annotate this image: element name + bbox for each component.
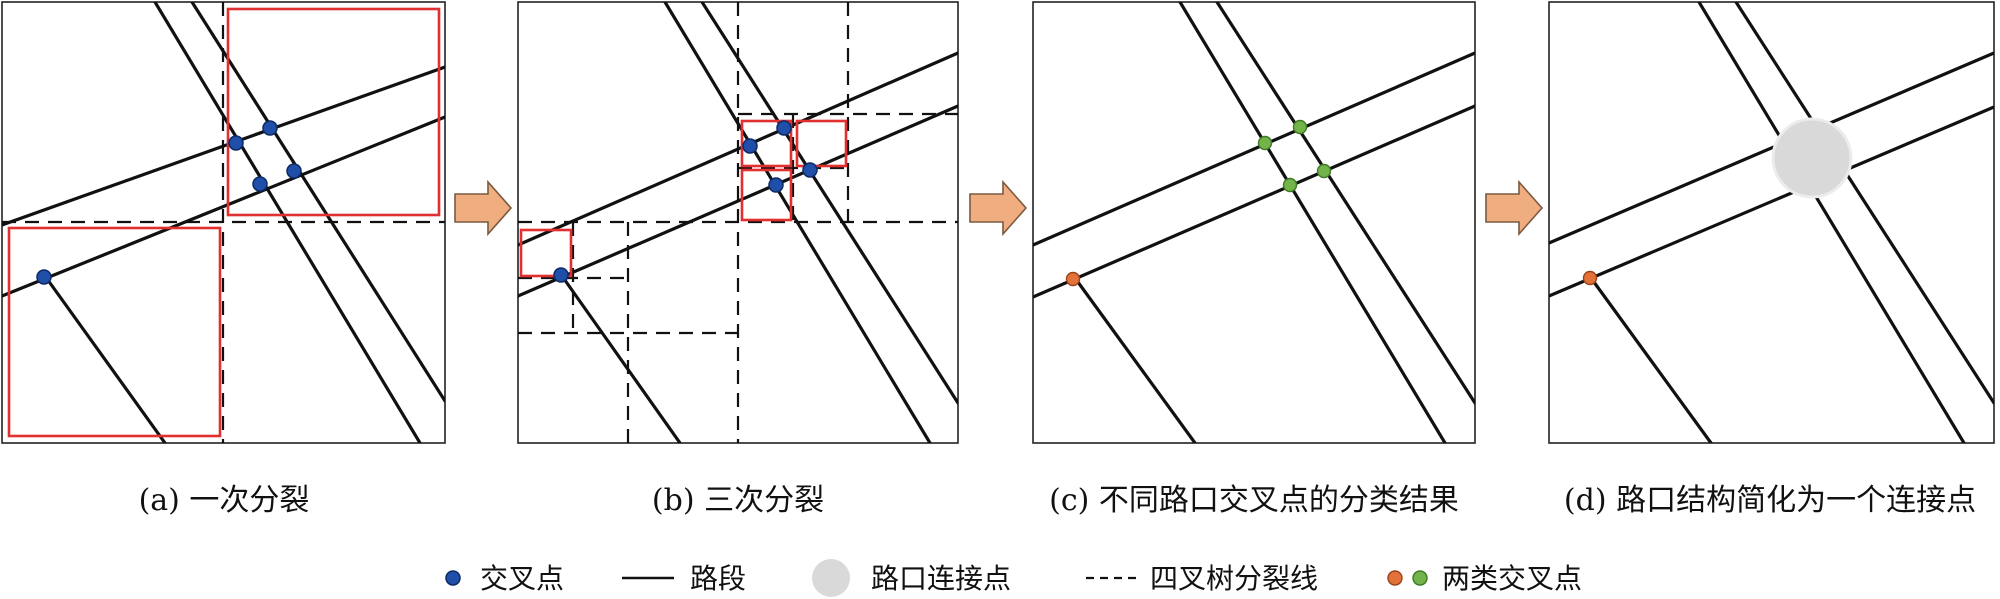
legend-split-line-label: 四叉树分裂线 (1150, 562, 1318, 595)
road-branch (43, 274, 167, 443)
legend-segment-label: 路段 (690, 562, 746, 595)
road-upper (1033, 51, 1475, 247)
panel-d-frame (1548, 1, 1995, 444)
road-diagonal-1 (1697, 2, 1966, 443)
quadrant-box-bottom-left (7, 226, 222, 438)
legend-class-one-icon (1387, 570, 1403, 586)
road-lower (1549, 105, 1994, 298)
quadrant-box (795, 119, 848, 168)
road-diagonal-1 (1178, 2, 1447, 443)
intersection-point (262, 120, 278, 136)
road-lower (518, 104, 958, 298)
intersection-point (36, 269, 52, 285)
intersection-point (802, 162, 818, 178)
intersection-point (768, 177, 784, 193)
caption-c: (c) 不同路口交叉点的分类结果 (1049, 483, 1459, 518)
legend-junction-label: 路口连接点 (871, 562, 1011, 595)
class-two-point (1257, 135, 1273, 151)
legend-two-classes-label: 两类交叉点 (1442, 562, 1582, 595)
class-two-point (1316, 163, 1332, 179)
quadrant-box (740, 168, 793, 222)
quadrant-box (519, 228, 573, 278)
road-diagonal-2 (700, 2, 958, 405)
class-one-point (1582, 270, 1598, 286)
intersection-point (553, 267, 569, 283)
road-lower (2, 115, 445, 298)
quadrant-box-top-right (226, 7, 441, 217)
legend-intersection-label: 交叉点 (480, 562, 564, 595)
legend-class-two-icon (1412, 570, 1428, 586)
road-diagonal-2 (190, 2, 445, 403)
class-two-point (1282, 177, 1298, 193)
intersection-point (228, 135, 244, 151)
legend-intersection-icon (445, 570, 461, 586)
panel-b (517, 1, 959, 444)
legend: 交叉点 路段 路口连接点 四叉树分裂线 两类交叉点 (445, 559, 1582, 597)
road-diagonal-2 (1215, 2, 1475, 405)
class-one-point (1065, 271, 1081, 287)
panel-c (1032, 1, 1476, 444)
intersection-point (286, 163, 302, 179)
road-upper (1549, 51, 1994, 245)
caption-d: (d) 路口结构简化为一个连接点 (1564, 483, 1976, 518)
intersection-point (252, 176, 268, 192)
junction-node (1771, 117, 1853, 199)
legend-junction-icon (812, 559, 850, 597)
quadrant-box (740, 119, 793, 168)
intersection-point (776, 120, 792, 136)
road-branch (560, 274, 682, 443)
panel-c-frame (1032, 1, 1476, 444)
road-branch (1589, 276, 1713, 443)
panel-a (1, 1, 446, 444)
arrow-right-icon (969, 179, 1028, 237)
caption-b: (b) 三次分裂 (652, 483, 824, 518)
panel-d (1548, 1, 1995, 444)
road-branch (1073, 276, 1197, 443)
intersection-point (742, 138, 758, 154)
class-two-point (1292, 119, 1308, 135)
arrow-right-icon (1485, 179, 1544, 237)
road-diagonal-2 (1734, 2, 1994, 405)
arrow-right-icon (454, 179, 513, 237)
road-lower (1033, 104, 1475, 299)
caption-a: (a) 一次分裂 (139, 483, 310, 518)
